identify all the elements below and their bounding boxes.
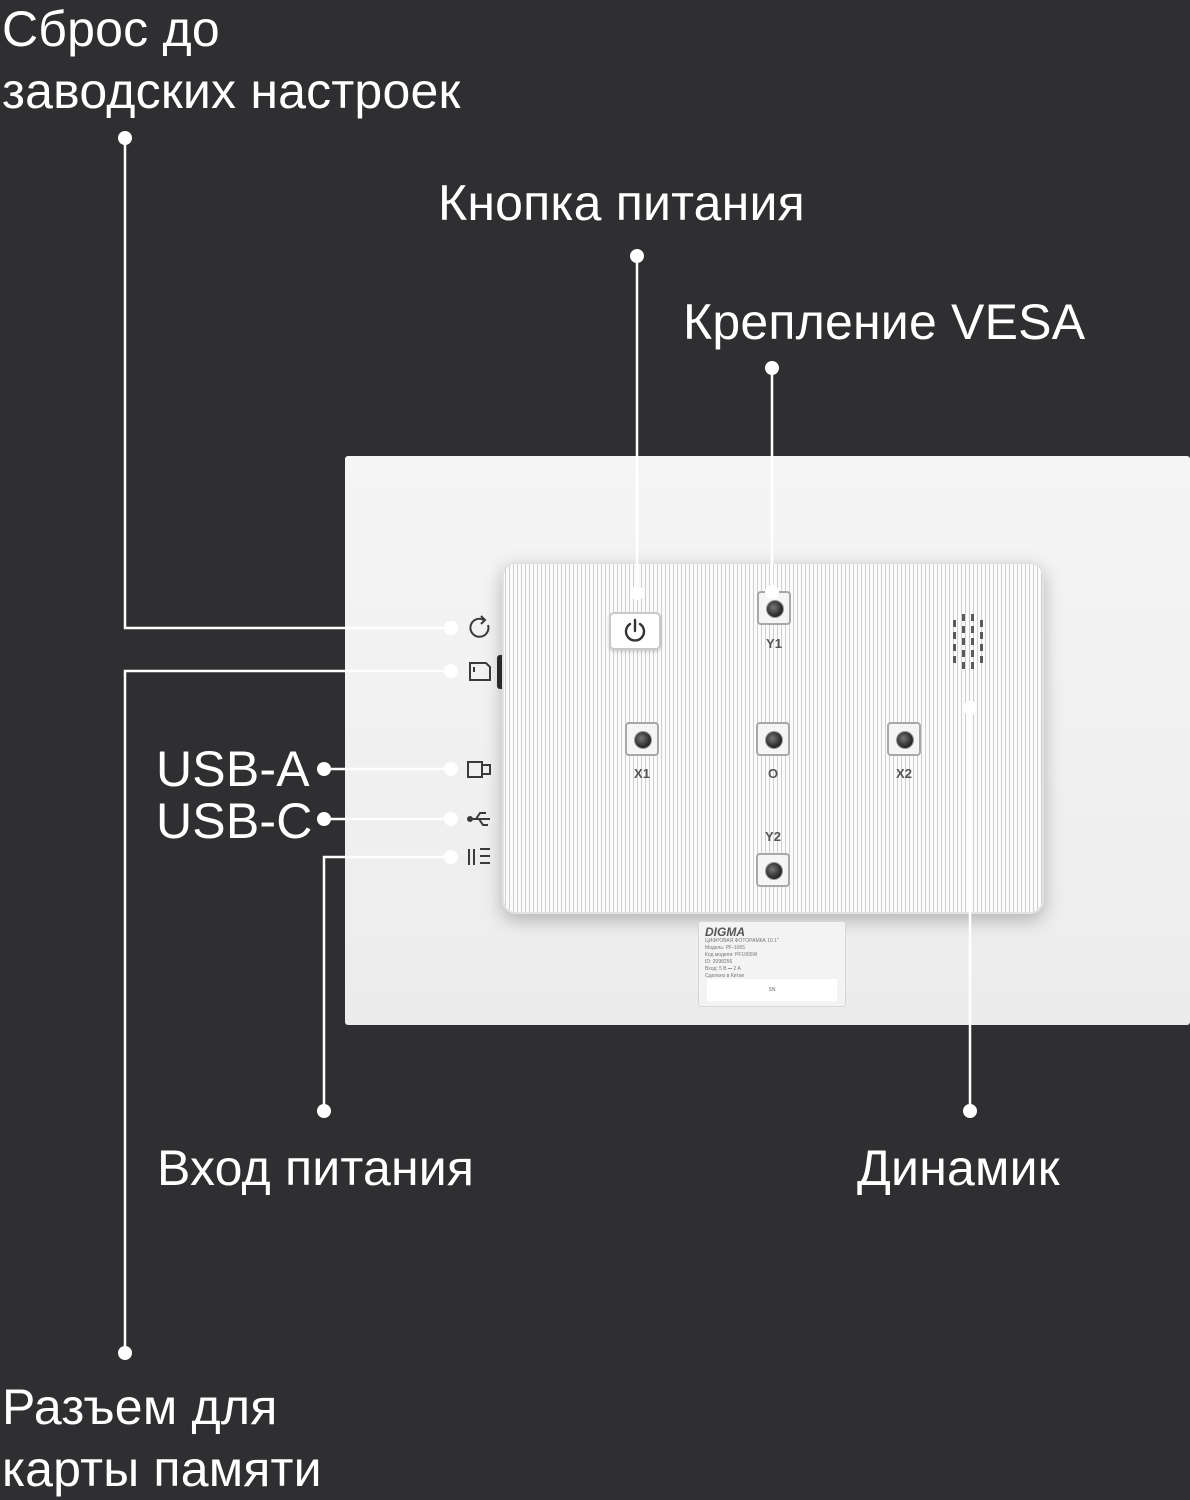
dc-power-icon: [468, 848, 490, 865]
plate-line: ID: 2098256: [705, 959, 733, 965]
mount-label-o: O: [767, 766, 779, 781]
label-reset: Сброс до заводских настроек: [2, 1, 461, 119]
vesa-mount-o: [756, 722, 790, 756]
mount-label-y1: Y1: [766, 636, 782, 651]
plate-line: ЦИФРОВАЯ ФОТОРАМКА 10.1": [705, 938, 779, 944]
plate-brand: DIGMA: [705, 925, 745, 939]
usb-c-dot: [317, 812, 331, 826]
mount-label-y2: Y2: [765, 829, 781, 844]
label-usb-c: USB-C: [156, 793, 313, 849]
usb-c-port-dot: [444, 812, 458, 826]
reset-icon: [469, 615, 490, 638]
power-input-port-dot: [444, 850, 458, 864]
label-speaker: Динамик: [857, 1140, 1060, 1196]
mount-label-x1: X1: [634, 766, 650, 781]
reset-leader-line: [123, 138, 451, 630]
reset-dot: [118, 131, 132, 145]
speaker-end-dot: [963, 701, 977, 715]
plate-line: Сделано в Китае: [705, 973, 745, 979]
card-slot-leader-line: [123, 669, 451, 1353]
plate-line: Код модели: PF1065W: [705, 952, 758, 958]
label-power-input: Вход питания: [157, 1140, 475, 1196]
plate-line: Модель: PF-1065: [705, 945, 745, 951]
vesa-mount-y2: [756, 853, 790, 887]
usb-a-dot: [317, 762, 331, 776]
speaker-grille: [953, 614, 983, 669]
card-slot-port-dot: [444, 664, 458, 678]
power-input-leader-line: [322, 855, 451, 1111]
label-card-slot: Разъем для карты памяти: [2, 1379, 322, 1497]
power-input-dot: [317, 1104, 331, 1118]
speaker-dot: [963, 1104, 977, 1118]
reset-port-dot: [444, 621, 458, 635]
plate-sn: SN: [707, 979, 837, 1001]
device-label-plate: DIGMA ЦИФРОВАЯ ФОТОРАМКА 10.1" Модель: P…: [698, 921, 846, 1007]
label-usb-a: USB-A: [156, 741, 310, 797]
side-edge: [497, 655, 505, 689]
vesa-mount-x1: [625, 722, 659, 756]
power-icon: [624, 618, 646, 642]
power-button[interactable]: [609, 612, 661, 650]
usb-a-icon: [467, 761, 491, 778]
usb-c-icon: [467, 812, 490, 826]
label-vesa: Крепление VESA: [683, 294, 1086, 350]
power-button-dot: [630, 249, 644, 263]
vesa-mount-x2: [887, 722, 921, 756]
plate-line: Вход: 5 В ⎓ 2 А: [705, 966, 741, 972]
vesa-end-dot: [765, 585, 779, 599]
sd-card-icon: [469, 662, 491, 681]
mount-label-x2: X2: [896, 766, 912, 781]
label-power-button: Кнопка питания: [438, 175, 805, 231]
card-slot-dot: [118, 1346, 132, 1360]
usb-a-port-dot: [444, 762, 458, 776]
vesa-dot: [765, 361, 779, 375]
power-button-end-dot: [630, 586, 644, 600]
